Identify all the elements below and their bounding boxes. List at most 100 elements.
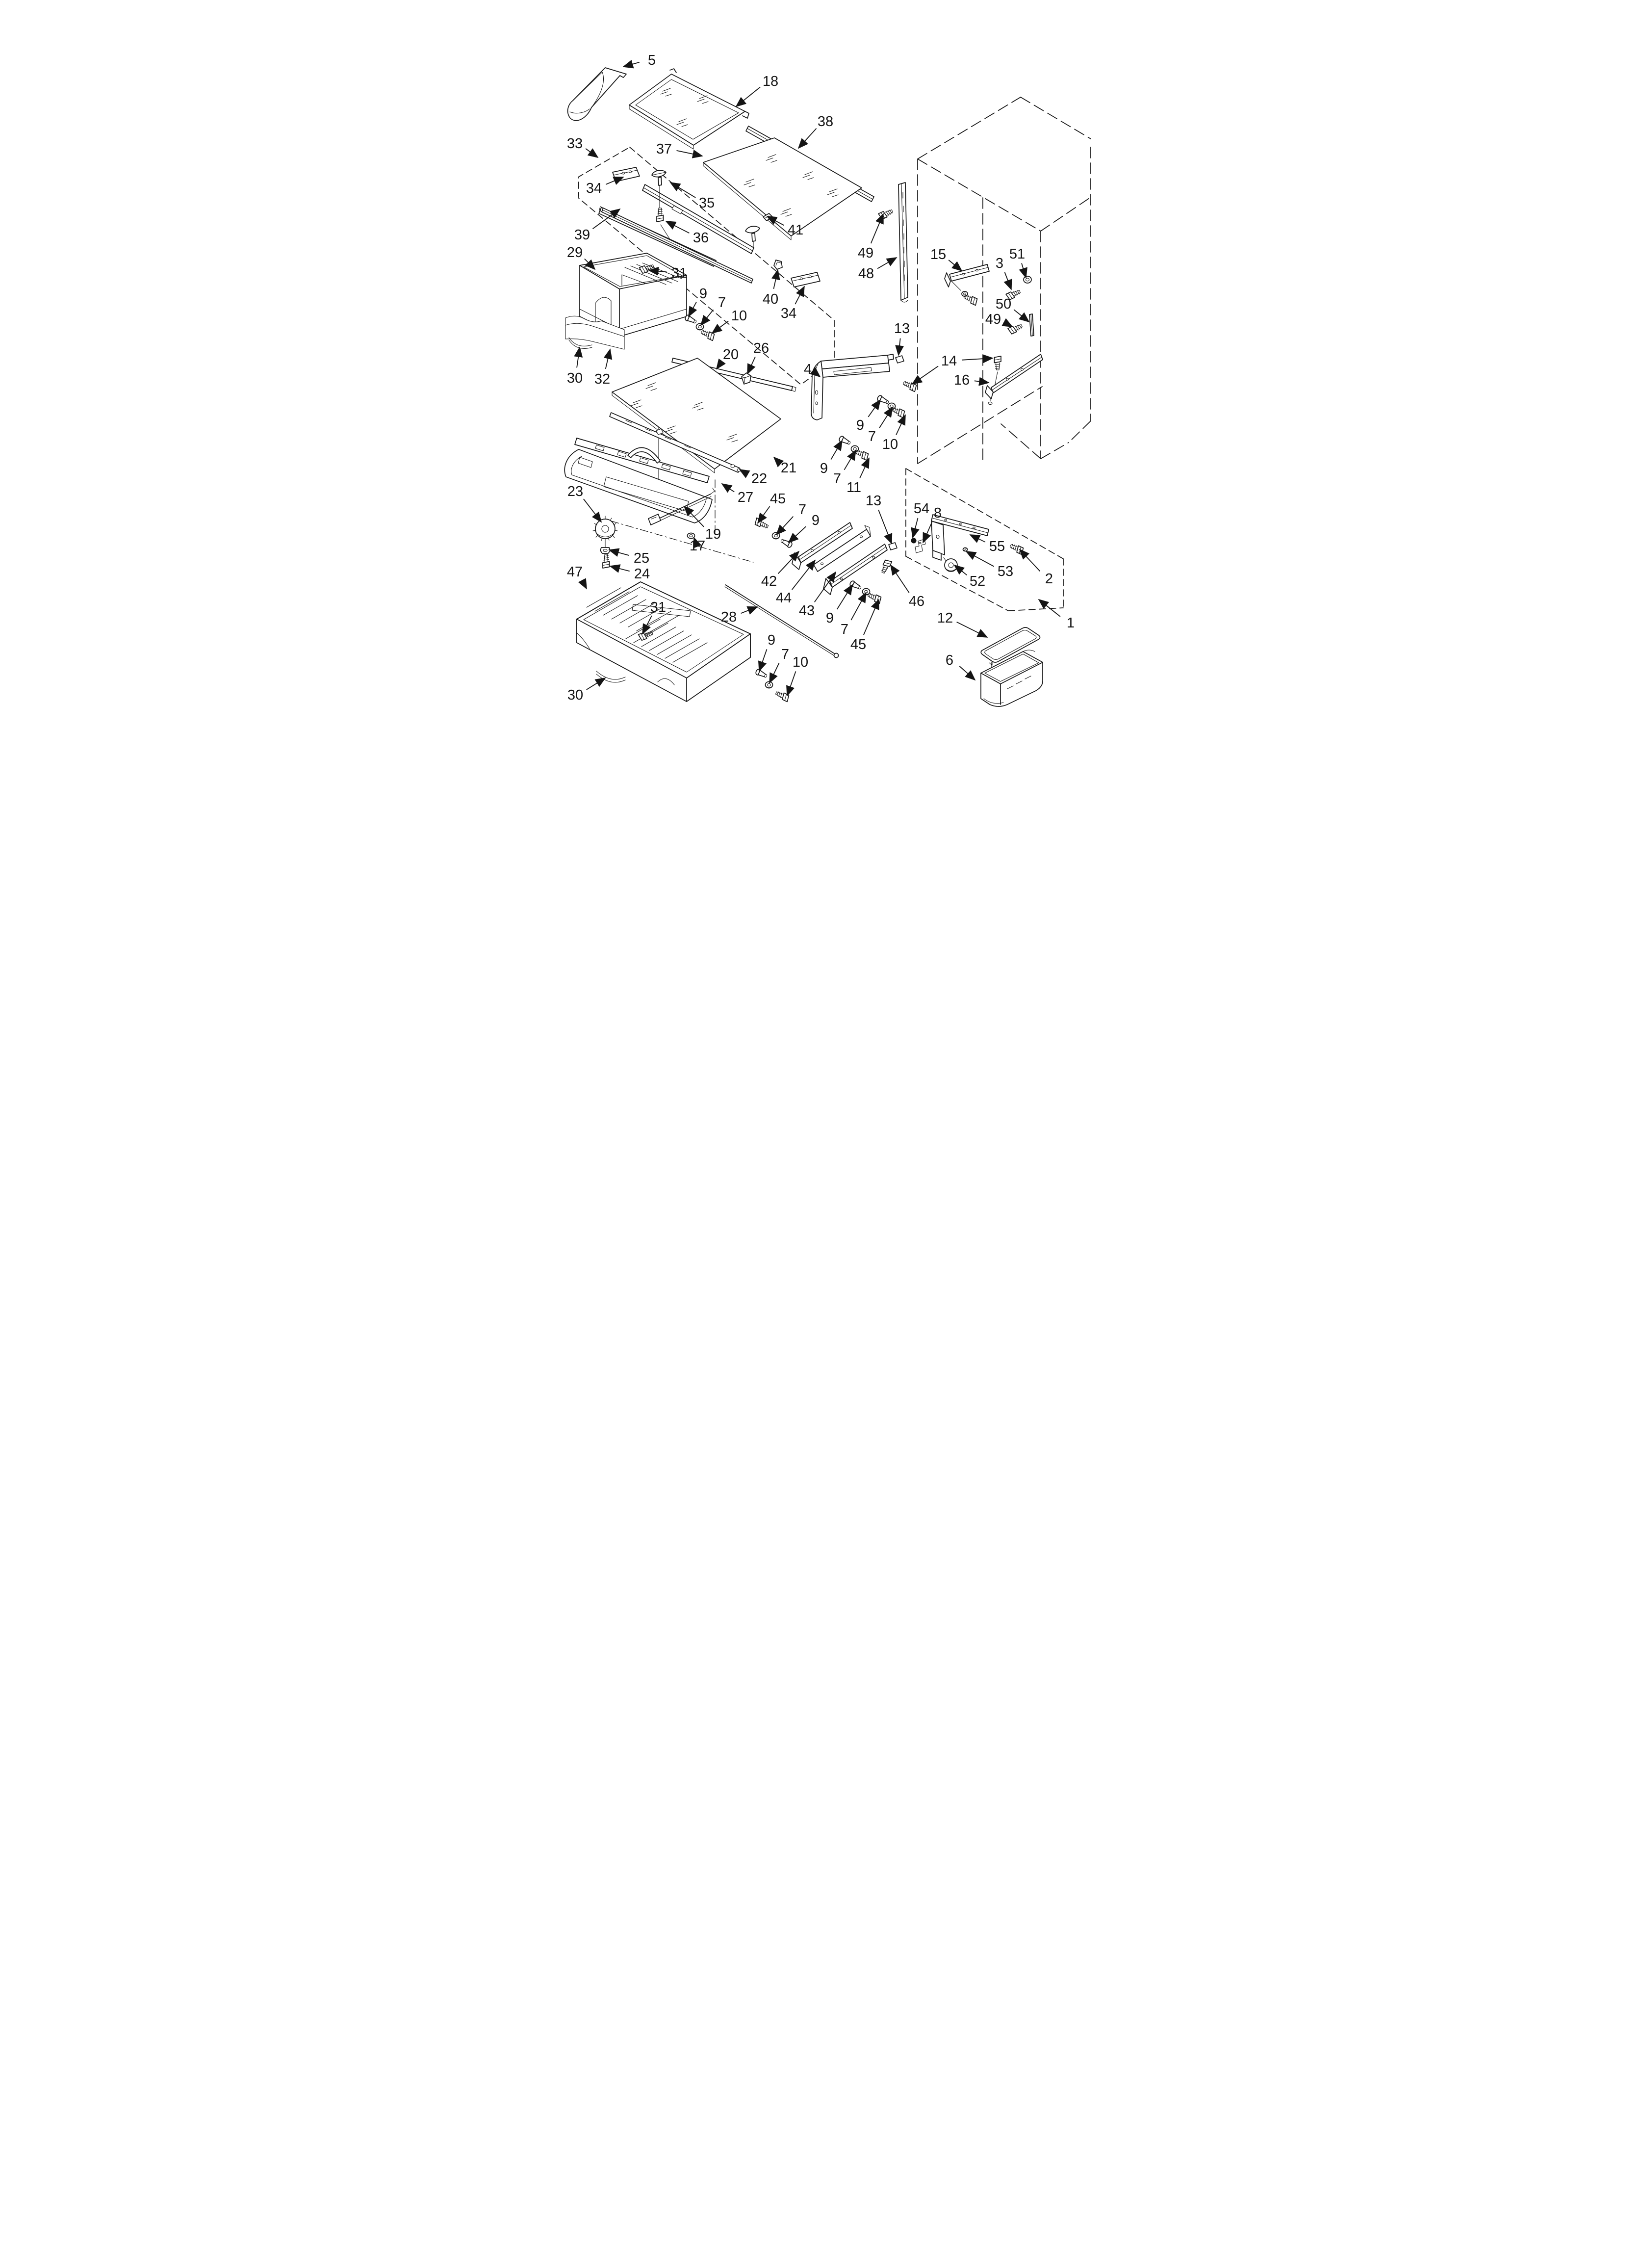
base-dashed-outline — [905, 468, 1064, 611]
callout-leader-18 — [735, 86, 761, 107]
part-15-bracket — [944, 264, 990, 297]
part-49-screw — [878, 207, 894, 220]
part-10-screw — [699, 328, 716, 341]
callout-15: 15 — [930, 247, 946, 262]
callout-49: 49 — [985, 312, 1001, 327]
callout-16: 16 — [954, 372, 970, 388]
callout-leader-52 — [953, 564, 968, 576]
callout-leader-48 — [877, 257, 898, 269]
callout-leader-7 — [850, 592, 867, 621]
callout-leader-34 — [606, 177, 624, 185]
part-9-pin — [754, 668, 769, 679]
callout-13: 13 — [894, 321, 910, 337]
cabinet-dashed-outline — [917, 97, 1091, 464]
part-5-endcap — [567, 67, 627, 121]
callout-leader-53 — [965, 551, 995, 567]
callout-10: 10 — [882, 437, 898, 452]
callout-46: 46 — [909, 594, 924, 609]
callout-leader-34 — [795, 286, 805, 305]
callout-leader-6 — [959, 666, 976, 681]
part-44-plate — [813, 525, 871, 572]
callout-45: 45 — [770, 491, 786, 507]
callout-leader-24 — [609, 564, 630, 573]
callout-5: 5 — [648, 52, 656, 68]
callout-21: 21 — [781, 460, 796, 476]
callout-24: 24 — [634, 566, 650, 582]
callout-30: 30 — [567, 687, 583, 703]
part-34-rail — [612, 167, 640, 182]
callout-leader-9 — [836, 584, 853, 610]
callout-leader-25 — [608, 548, 629, 557]
part-40-clip — [773, 260, 783, 270]
callout-10: 10 — [731, 308, 747, 324]
callout-51: 51 — [1009, 246, 1025, 262]
part-16-bracket — [985, 354, 1043, 405]
callout-33: 33 — [567, 136, 583, 152]
part-11-screw — [853, 448, 870, 461]
callout-leader-27 — [721, 483, 735, 493]
callout-leader-41 — [766, 216, 784, 226]
callout-23: 23 — [567, 484, 583, 499]
callout-leader-31 — [648, 266, 667, 276]
callout-leader-7 — [775, 516, 794, 536]
callout-leader-14 — [961, 354, 994, 364]
part-7-grommet — [765, 681, 773, 689]
callout-47: 47 — [567, 564, 583, 580]
callout-leader-4 — [810, 367, 821, 378]
part-49-screw-2 — [1007, 322, 1024, 335]
part-19-rod — [648, 488, 715, 525]
callout-48: 48 — [858, 266, 874, 282]
callout-leader-29 — [584, 258, 596, 270]
part-36-screw — [656, 208, 664, 222]
callout-26: 26 — [753, 340, 769, 356]
callout-leader-45 — [757, 506, 770, 524]
part-23-control-knob — [592, 516, 618, 541]
callout-leader-39 — [592, 208, 621, 230]
callout-leader-43 — [814, 571, 837, 602]
callout-leader-7 — [769, 662, 780, 684]
callout-leader-12 — [956, 621, 988, 638]
callout-leader-33 — [585, 148, 599, 158]
callout-52: 52 — [970, 574, 985, 589]
callout-leader-13 — [895, 338, 904, 356]
part-45-screw — [753, 517, 770, 530]
callout-leader-9 — [688, 302, 697, 317]
part-10-screw — [774, 689, 791, 703]
part-9-pin — [779, 537, 794, 549]
part-27-front-grille — [564, 428, 713, 523]
callout-leader-1 — [1038, 599, 1061, 617]
part-9-pin — [684, 313, 698, 325]
callout-34: 34 — [586, 181, 602, 196]
callout-leader-2 — [1019, 548, 1041, 572]
callout-leader-35 — [669, 182, 696, 198]
part-24-screw — [602, 554, 610, 569]
callout-leader-49 — [870, 213, 884, 244]
callout-7: 7 — [841, 622, 848, 637]
callout-leader-45 — [863, 599, 879, 635]
callout-leader-20 — [716, 358, 726, 370]
callout-36: 36 — [693, 230, 709, 246]
callout-6: 6 — [946, 652, 953, 668]
callout-49: 49 — [858, 245, 873, 261]
part-4-crisper-rail — [811, 354, 894, 420]
part-6-bin — [980, 650, 1043, 707]
callout-31: 31 — [650, 600, 666, 615]
callout-leader-10 — [786, 671, 796, 697]
callout-leader-10 — [896, 414, 906, 435]
part-55-support-rail — [931, 514, 989, 561]
callout-54: 54 — [914, 501, 929, 517]
callout-17: 17 — [690, 538, 705, 554]
callout-34: 34 — [781, 306, 796, 321]
callout-leader-9 — [758, 649, 768, 672]
callout-leader-30 — [586, 678, 606, 690]
callout-9: 9 — [856, 417, 864, 433]
part-46-screw — [879, 558, 893, 575]
callout-leader-55 — [969, 534, 986, 543]
part-32-divider — [565, 315, 625, 350]
callout-leader-9 — [788, 526, 806, 544]
part-28-rod — [724, 584, 839, 658]
callout-leader-3 — [1003, 272, 1012, 290]
part-7-grommet — [695, 323, 704, 331]
